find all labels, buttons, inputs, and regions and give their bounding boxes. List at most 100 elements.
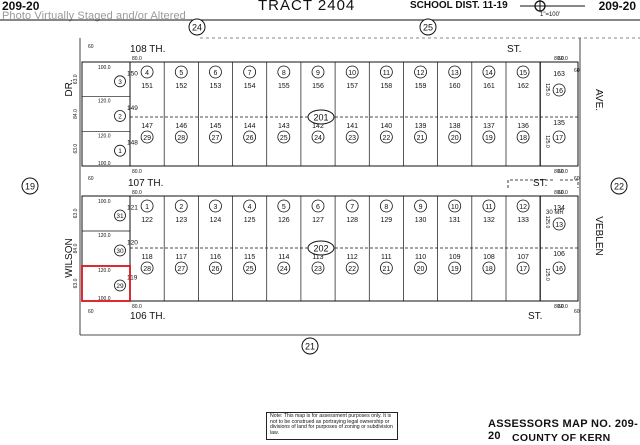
dimension-label: 100.0 xyxy=(98,296,111,302)
lot-circle-number: 21 xyxy=(382,266,390,273)
lot-number: 160 xyxy=(449,83,461,90)
lot-circle-number: 10 xyxy=(451,204,459,211)
lot-circle xyxy=(209,261,222,275)
dimension-label: 60.0 xyxy=(558,304,568,310)
adjacent-map-top-left[interactable]: 24 xyxy=(188,18,206,36)
lot-circle-number: 6 xyxy=(214,70,218,77)
adjacent-map-top-left-label: 24 xyxy=(192,23,202,33)
dimension-label: 80.0 xyxy=(132,190,142,196)
lot-circle-number: 18 xyxy=(519,135,527,142)
lot-circle xyxy=(482,130,496,144)
lot-circle-number: 8 xyxy=(282,70,286,77)
lot-circle xyxy=(482,199,496,213)
lot-circle xyxy=(140,199,154,213)
dimension-label: 125.0 xyxy=(544,216,550,229)
dimension-label: 80.0 xyxy=(132,56,142,62)
lot-circle-number: 4 xyxy=(248,204,252,211)
lot-circle-number: 22 xyxy=(382,135,390,142)
lot-circle-number: 7 xyxy=(350,204,354,211)
street-width-label: 60 xyxy=(574,68,580,74)
lot-number: 115 xyxy=(244,254,255,261)
lot-circle-number: 11 xyxy=(485,204,492,211)
adjacent-map-left-label: 19 xyxy=(25,182,35,192)
lot-circle-number: 21 xyxy=(417,135,425,142)
lot-number: 131 xyxy=(449,217,461,224)
lot-circle-number: 27 xyxy=(177,266,185,273)
lot-number: 147 xyxy=(141,123,153,130)
dimension-label: 80.0 xyxy=(554,190,564,196)
lot-circle-number: 25 xyxy=(280,135,288,142)
lot-circle xyxy=(345,261,359,275)
lot-circle xyxy=(209,65,222,79)
lot-circle xyxy=(311,65,325,79)
lot-number: 113 xyxy=(312,254,323,261)
lot-circle-number: 26 xyxy=(246,135,254,142)
lot-number: 110 xyxy=(415,254,426,261)
lot-circle xyxy=(448,130,462,144)
dimension-label: 60.0 xyxy=(558,56,568,62)
lot-circle xyxy=(516,65,530,79)
lot-circle xyxy=(174,199,188,213)
dimension-label: 100.0 xyxy=(98,65,111,71)
lot-number: 163 xyxy=(553,71,565,78)
lot-number: 135 xyxy=(553,120,565,127)
school-district-label: SCHOOL DIST. 11-19 xyxy=(410,0,508,11)
street-east-upper: AVE. xyxy=(593,89,604,111)
lot-number: 149 xyxy=(127,105,138,112)
adjacent-map-bottom[interactable]: 21 xyxy=(301,337,319,355)
lot-circle-number: 29 xyxy=(116,283,124,290)
lot-circle-number: 11 xyxy=(383,70,390,77)
lot-number: 146 xyxy=(175,123,187,130)
lot-number: 128 xyxy=(346,217,358,224)
dimension-label: 63.0 xyxy=(73,208,79,218)
lot-circle xyxy=(140,261,154,275)
lot-circle xyxy=(277,130,291,144)
lot-circle xyxy=(345,199,359,213)
dimension-label: 80.0 xyxy=(554,304,564,310)
dimension-label: 120.0 xyxy=(98,268,111,274)
lot-number: 132 xyxy=(483,217,495,224)
lot-circle xyxy=(311,261,325,275)
adjacent-map-left[interactable]: 19 xyxy=(21,177,39,195)
lot-circle xyxy=(243,65,257,79)
dimension-label: 125.0 xyxy=(544,135,550,148)
lot-circle-number: 3 xyxy=(118,79,122,86)
lot-circle xyxy=(277,261,291,275)
lot-circle-number: 14 xyxy=(485,70,493,77)
lot-number: 139 xyxy=(415,123,427,130)
lot-number: 108 xyxy=(483,254,495,261)
adjacent-map-top-right[interactable]: 25 xyxy=(419,18,437,36)
lot-circle xyxy=(277,199,291,213)
scale-label: 1"=100' xyxy=(540,12,561,18)
lot-circle xyxy=(114,279,126,292)
lot-circle-number: 9 xyxy=(316,70,320,77)
lot-number: 118 xyxy=(142,254,153,261)
dimension-label: 120.0 xyxy=(98,233,111,239)
lot-number: 133 xyxy=(517,217,529,224)
dimension-label: 63.0 xyxy=(73,144,79,154)
lot-circle xyxy=(482,65,496,79)
lot-circle xyxy=(114,244,126,257)
lot-circle-number: 28 xyxy=(143,266,151,273)
lot-circle-number: 7 xyxy=(248,70,252,77)
street-south-name: 106 TH. xyxy=(130,311,165,322)
lot-number: 162 xyxy=(517,83,529,90)
lot-circle-number: 23 xyxy=(348,135,356,142)
highlighted-parcel[interactable] xyxy=(81,265,131,302)
lot-number: 107 xyxy=(517,254,529,261)
block-number-oval xyxy=(307,240,335,256)
adjacent-map-right[interactable]: 22 xyxy=(610,177,628,195)
lot-circle xyxy=(552,217,566,231)
lot-number: 159 xyxy=(415,83,427,90)
lot-circle xyxy=(140,65,154,79)
lot-circle-number: 24 xyxy=(314,135,322,142)
lot-number: 126 xyxy=(278,217,290,224)
lot-circle xyxy=(552,83,566,97)
lot-circle xyxy=(311,130,325,144)
lot-circle xyxy=(448,199,462,213)
lot-number: 127 xyxy=(312,217,324,224)
lot-number: 116 xyxy=(210,254,221,261)
lot-circle xyxy=(414,261,427,275)
lot-circle xyxy=(174,130,188,144)
